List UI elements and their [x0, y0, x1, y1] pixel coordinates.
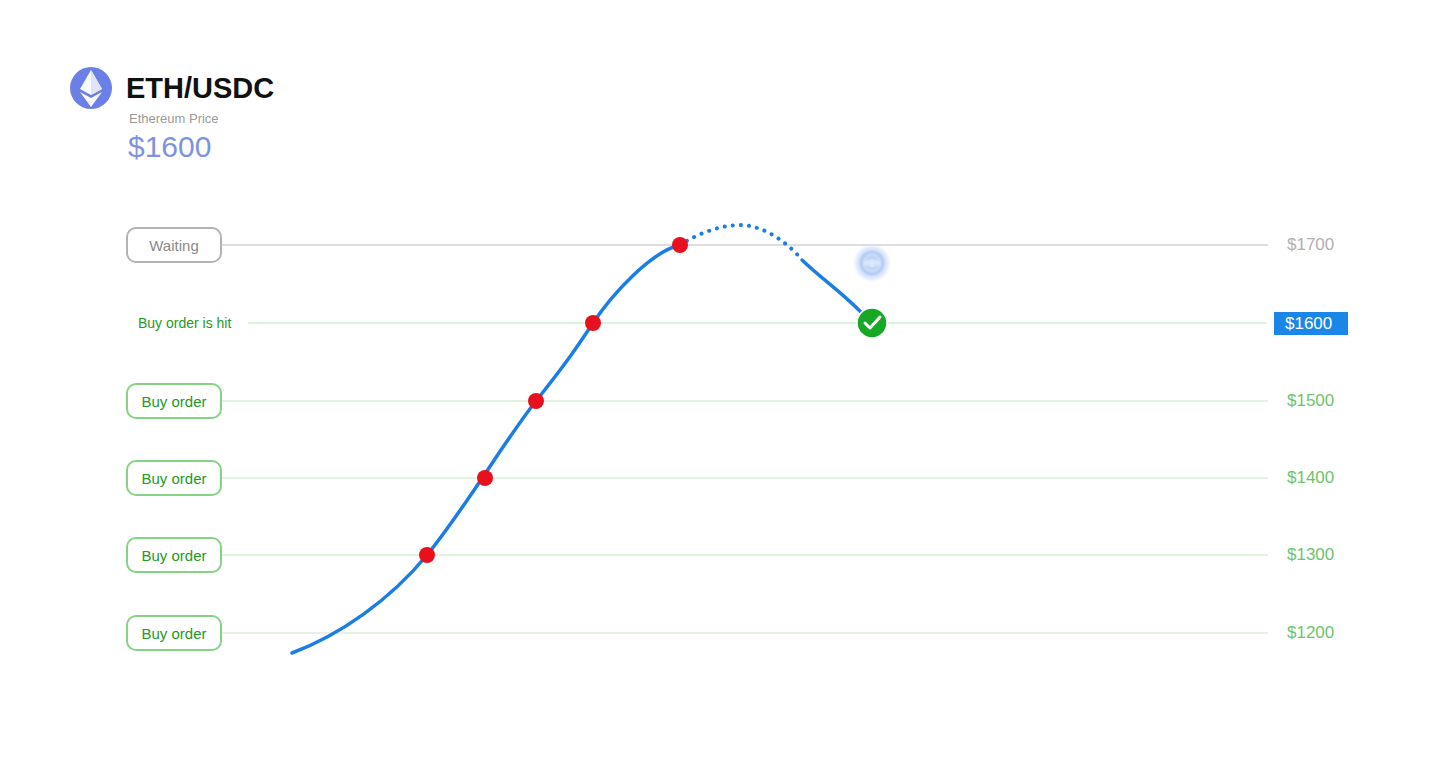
grid-line — [222, 632, 1268, 634]
check-icon — [857, 308, 887, 338]
order-pill: Buy order — [126, 383, 222, 419]
price-tag: $1600 — [1274, 312, 1348, 335]
order-dot — [585, 315, 601, 331]
node-text: Buy order — [141, 626, 206, 641]
price-curve-dotted — [680, 225, 802, 260]
node-text: $1600 — [1285, 315, 1332, 332]
axis-price: $1200 — [1285, 623, 1336, 643]
check-mark — [865, 317, 880, 328]
order-dot — [477, 470, 493, 486]
axis-price: $1700 — [1285, 235, 1336, 255]
eth-icon — [70, 67, 112, 109]
order-dot — [672, 237, 688, 253]
grid-line — [248, 322, 1266, 324]
grid-line — [222, 244, 1268, 246]
node-text: Buy order — [141, 394, 206, 409]
order-dot — [528, 393, 544, 409]
grid-line — [222, 554, 1268, 556]
order-pill: Buy order — [126, 460, 222, 496]
coin-icon — [855, 246, 889, 280]
grid-line — [222, 400, 1268, 402]
axis-price: $1400 — [1285, 468, 1336, 488]
chart-title: ETH/USDC — [126, 72, 274, 105]
current-price: $1600 — [126, 130, 213, 164]
eth-icon-shape — [80, 70, 102, 95]
axis-price: $1300 — [1285, 545, 1336, 565]
eth-icon-shape — [91, 70, 102, 95]
eth-icon-shape — [80, 92, 102, 107]
order-pill: Buy order — [126, 537, 222, 573]
node-text: Buy order — [141, 471, 206, 486]
axis-price: $1500 — [1285, 391, 1336, 411]
node-text: Buy order — [141, 548, 206, 563]
node-text: Waiting — [149, 238, 198, 253]
order-pill: Buy order — [126, 615, 222, 651]
subtitle: Ethereum Price — [127, 111, 221, 126]
status-pill: Waiting — [126, 227, 222, 263]
status-text: Buy order is hit — [136, 315, 233, 331]
price-curve — [292, 245, 680, 653]
grid-line — [222, 477, 1268, 479]
order-dot — [419, 547, 435, 563]
